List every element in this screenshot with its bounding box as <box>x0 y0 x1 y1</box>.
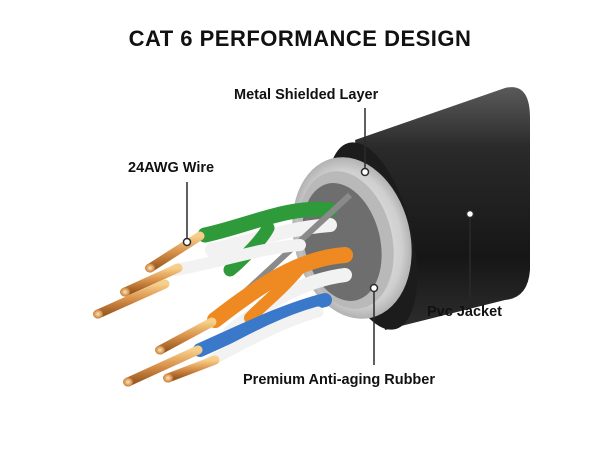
copper-conductors <box>93 231 220 387</box>
label-anti-aging-rubber: Premium Anti-aging Rubber <box>243 372 435 388</box>
label-metal-shielded-layer: Metal Shielded Layer <box>234 87 379 103</box>
twisted-pairs <box>169 192 353 366</box>
label-24awg-wire: 24AWG Wire <box>128 160 215 176</box>
callout-leaders <box>182 108 475 365</box>
label-pvc-jacket: Pvc Jacket <box>427 304 502 320</box>
diagram-title: CAT 6 PERFORMANCE DESIGN <box>128 26 472 51</box>
